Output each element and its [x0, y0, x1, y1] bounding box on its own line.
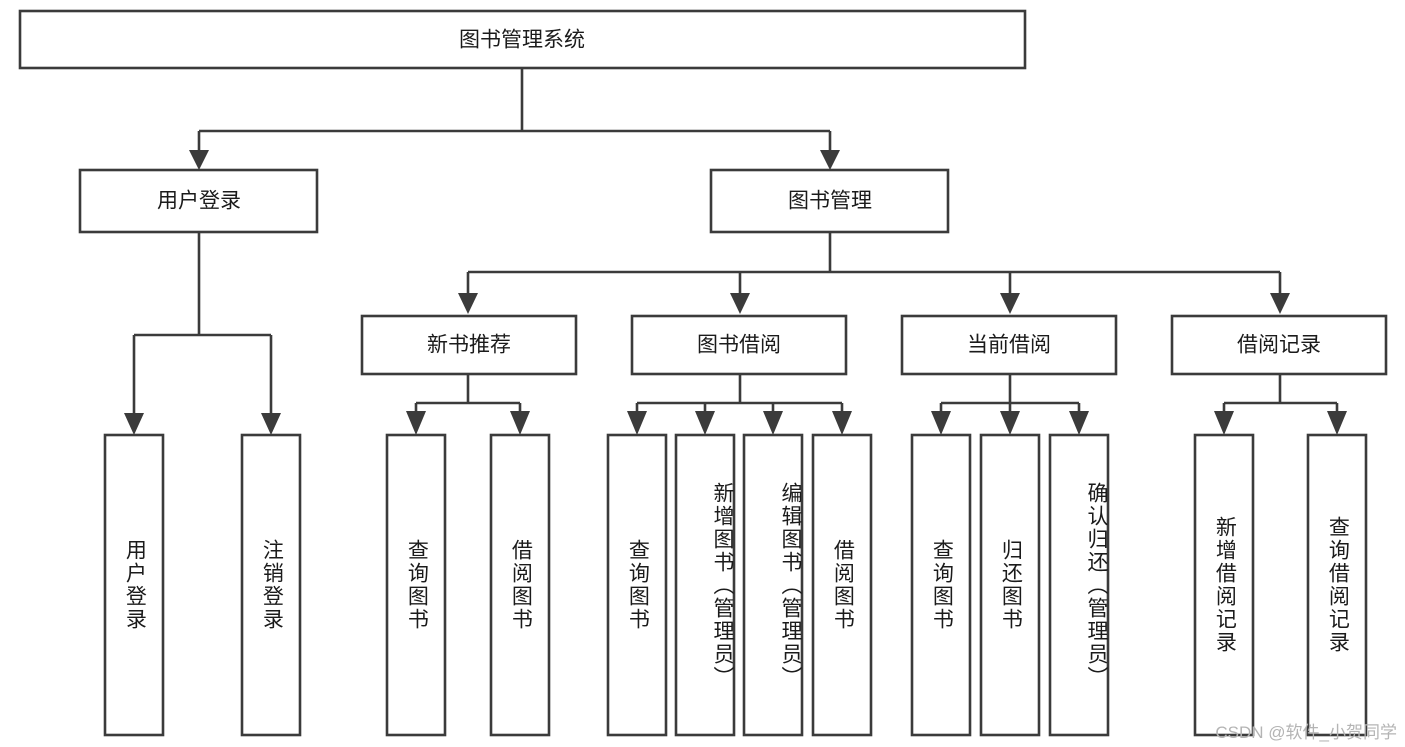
- leaf-label-edit-book-admin: 编辑图书（管理员）: [779, 481, 802, 689]
- node-book-management-system[interactable]: 图书管理系统: [18, 9, 1027, 70]
- leaf-label-logout-login: 注销登录: [260, 539, 284, 631]
- node-label: 新书推荐: [427, 334, 511, 357]
- leaf-label-borrow-book-2: 借阅图书: [831, 539, 855, 631]
- arrow-head-icon: [763, 411, 783, 435]
- node-leaf-add-borrow-record[interactable]: [1193, 433, 1255, 737]
- arrow-head-icon: [261, 413, 281, 435]
- arrow-head-icon: [627, 411, 647, 435]
- connector-book-manage-to-level3: [458, 232, 1290, 314]
- leaf-label-add-book-admin: 新增图书（管理员）: [711, 481, 734, 689]
- arrow-head-icon: [510, 411, 530, 435]
- leaf-label-query-borrow-record: 查询借阅记录: [1326, 516, 1350, 654]
- arrow-head-icon: [695, 411, 715, 435]
- leaf-boxes-borrow-record: [1193, 433, 1368, 737]
- arrow-head-icon: [832, 411, 852, 435]
- node-leaf-query-book-1[interactable]: [385, 433, 447, 737]
- node-label: 图书管理: [788, 190, 872, 213]
- arrow-head-icon: [1000, 411, 1020, 435]
- leaf-boxes-user-login: [103, 433, 302, 737]
- node-label: 当前借阅: [967, 334, 1051, 357]
- arrow-head-icon: [1270, 293, 1290, 314]
- arrow-head-icon: [1069, 411, 1089, 435]
- node-borrow-record[interactable]: 借阅记录: [1170, 314, 1388, 376]
- node-label: 图书管理系统: [459, 29, 585, 52]
- leaf-label-user-login: 用户登录: [123, 539, 147, 631]
- connector-borrow-record-to-leaves: [1214, 374, 1347, 435]
- connector-new-book-to-leaves: [406, 374, 530, 435]
- arrow-head-icon: [1327, 411, 1347, 435]
- arrow-head-icon: [189, 150, 209, 170]
- csdn-watermark: CSDN @软件_小贺同学: [1215, 723, 1397, 742]
- arrow-head-icon: [124, 413, 144, 435]
- node-leaf-query-borrow-record[interactable]: [1306, 433, 1368, 737]
- leaf-label-confirm-return-admin: 确认归还（管理员）: [1085, 481, 1108, 689]
- arrow-head-icon: [458, 293, 478, 314]
- connector-book-borrow-to-leaves: [627, 374, 852, 435]
- node-leaf-add-book-admin[interactable]: [674, 433, 736, 737]
- leaf-boxes-book-borrow: [606, 433, 873, 737]
- leaf-label-query-book-3: 查询图书: [930, 539, 954, 631]
- node-new-book-recommend[interactable]: 新书推荐: [360, 314, 578, 376]
- leaf-label-return-book: 归还图书: [999, 539, 1023, 631]
- leaf-boxes-new-book-recommend: [385, 433, 551, 737]
- node-leaf-user-login[interactable]: [103, 433, 165, 737]
- node-user-login[interactable]: 用户登录: [78, 168, 319, 234]
- connector-user-login-to-leaves: [124, 232, 281, 435]
- leaf-label-query-book-2: 查询图书: [626, 539, 650, 631]
- node-leaf-query-book-3[interactable]: [910, 433, 972, 737]
- leaf-label-borrow-book-1: 借阅图书: [509, 539, 533, 631]
- arrow-head-icon: [931, 411, 951, 435]
- arrow-head-icon: [730, 293, 750, 314]
- node-book-management[interactable]: 图书管理: [709, 168, 950, 234]
- node-leaf-borrow-book-1[interactable]: [489, 433, 551, 737]
- node-label: 用户登录: [157, 190, 241, 213]
- arrow-head-icon: [1000, 293, 1020, 314]
- node-book-borrow[interactable]: 图书借阅: [630, 314, 848, 376]
- node-label: 图书借阅: [697, 334, 781, 357]
- connector-current-borrow-to-leaves: [931, 374, 1089, 435]
- leaf-label-query-book-1: 查询图书: [405, 539, 429, 631]
- node-leaf-logout-login[interactable]: [240, 433, 302, 737]
- node-leaf-borrow-book-2[interactable]: [811, 433, 873, 737]
- arrow-head-icon: [1214, 411, 1234, 435]
- arrow-head-icon: [406, 411, 426, 435]
- node-leaf-query-book-2[interactable]: [606, 433, 668, 737]
- arrow-head-icon: [820, 150, 840, 170]
- node-leaf-return-book[interactable]: [979, 433, 1041, 737]
- node-label: 借阅记录: [1237, 334, 1321, 357]
- node-current-borrow[interactable]: 当前借阅: [900, 314, 1118, 376]
- connector-root-to-level2: [189, 68, 840, 170]
- node-leaf-edit-book-admin[interactable]: [742, 433, 804, 737]
- leaf-boxes-current-borrow: [910, 433, 1110, 737]
- leaf-label-add-borrow-record: 新增借阅记录: [1213, 516, 1237, 654]
- node-leaf-confirm-return-admin[interactable]: [1048, 433, 1110, 737]
